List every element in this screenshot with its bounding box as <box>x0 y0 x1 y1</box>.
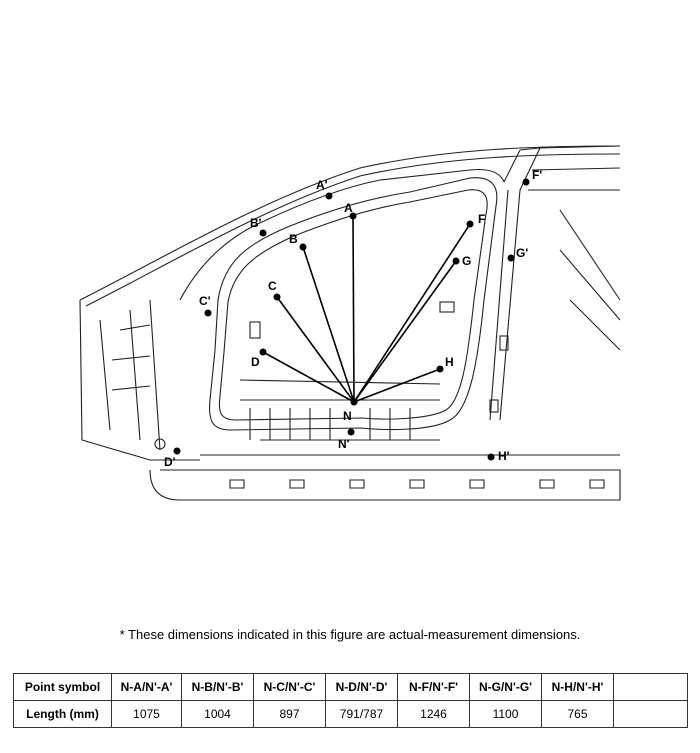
length-empty <box>613 700 688 728</box>
point-b <box>299 243 307 251</box>
measurement-points <box>173 178 530 461</box>
point-b-prime <box>259 229 267 237</box>
point-f <box>466 220 474 228</box>
label-b: B <box>289 232 298 246</box>
label-c-prime: C' <box>199 294 211 308</box>
point-n <box>350 398 358 406</box>
line-n-c <box>276 296 355 403</box>
point-d <box>259 348 267 356</box>
header-n-c: N-C/N'-C' <box>253 673 326 701</box>
length-n-f: 1246 <box>397 700 470 728</box>
line-n-g <box>353 260 457 403</box>
point-labels: A A' B B' C C' D D' F F' G G' H H' N N' <box>164 168 542 469</box>
length-n-b: 1004 <box>181 700 254 728</box>
label-h-prime: H' <box>498 449 510 463</box>
table-row: Length (mm) 1075 1004 897 791/787 1246 1… <box>13 700 688 728</box>
point-g-prime <box>507 254 515 262</box>
label-f-prime: F' <box>532 168 542 182</box>
point-h-prime <box>487 453 495 461</box>
body-side-dimension-diagram: A A' B B' C C' D D' F F' G G' H H' N N' <box>79 145 621 501</box>
length-n-h: 765 <box>541 700 614 728</box>
line-n-d <box>262 351 355 403</box>
label-g-prime: G' <box>516 246 528 260</box>
header-n-f: N-F/N'-F' <box>397 673 470 701</box>
length-n-c: 897 <box>253 700 326 728</box>
point-a <box>349 212 357 220</box>
header-empty <box>613 673 688 701</box>
measurement-note: * These dimensions indicated in this fig… <box>119 627 581 642</box>
label-a-prime: A' <box>316 178 328 192</box>
point-n-prime <box>347 428 355 436</box>
line-n-a <box>352 215 355 403</box>
label-d-prime: D' <box>164 455 176 469</box>
point-g <box>452 257 460 265</box>
line-n-b <box>302 246 355 403</box>
header-n-g: N-G/N'-G' <box>469 673 542 701</box>
length-n-d: 791/787 <box>325 700 398 728</box>
label-n-prime: N' <box>338 437 350 451</box>
header-n-h: N-H/N'-H' <box>541 673 614 701</box>
point-f-prime <box>522 178 530 186</box>
label-f: F <box>478 212 485 226</box>
label-g: G <box>462 254 471 268</box>
label-a: A <box>344 201 353 215</box>
point-c-prime <box>204 309 212 317</box>
point-d-prime <box>173 447 181 455</box>
point-c <box>273 293 281 301</box>
length-n-a: 1075 <box>111 700 182 728</box>
label-n: N <box>343 409 352 423</box>
row-label-length: Length (mm) <box>13 700 112 728</box>
length-n-g: 1100 <box>469 700 542 728</box>
dimension-table: Point symbol N-A/N'-A' N-B/N'-B' N-C/N'-… <box>13 673 688 728</box>
measurement-lines <box>262 215 471 403</box>
point-h <box>436 365 444 373</box>
label-c: C <box>268 279 277 293</box>
header-n-a: N-A/N'-A' <box>111 673 182 701</box>
label-h: H <box>445 355 454 369</box>
car-body-outline <box>79 145 621 501</box>
header-point-symbol: Point symbol <box>13 673 112 701</box>
header-n-d: N-D/N'-D' <box>325 673 398 701</box>
table-header-row: Point symbol N-A/N'-A' N-B/N'-B' N-C/N'-… <box>13 673 688 701</box>
label-d: D <box>251 355 260 369</box>
line-n-f <box>353 223 471 403</box>
point-a-prime <box>325 192 333 200</box>
label-b-prime: B' <box>250 216 262 230</box>
line-n-h <box>353 368 441 403</box>
header-n-b: N-B/N'-B' <box>181 673 254 701</box>
